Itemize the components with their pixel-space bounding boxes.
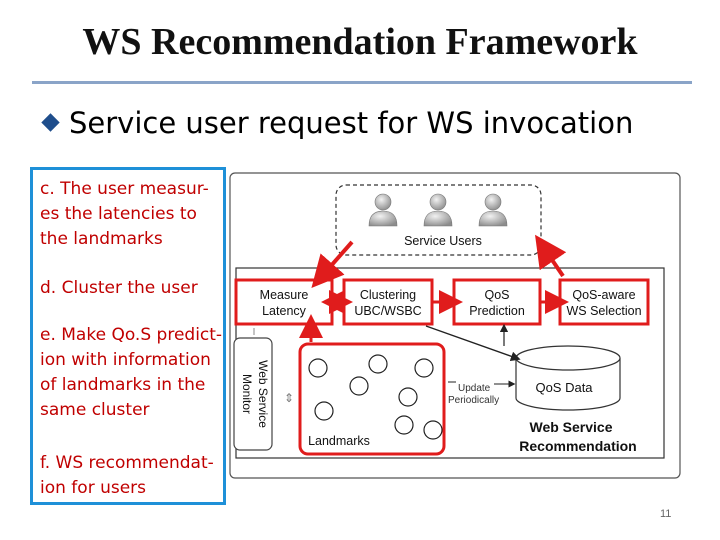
step-line: ion with information <box>40 350 211 370</box>
step-line: es the latencies to <box>40 204 197 224</box>
monitor-label-line1: Web Service <box>256 360 270 428</box>
service-users-label: Service Users <box>404 234 482 248</box>
landmark-node <box>423 420 443 440</box>
slide-title: WS Recommendation Framework <box>82 21 638 63</box>
landmark-node <box>368 354 388 374</box>
step-line: of landmarks in the <box>40 375 206 395</box>
web-service-monitor-box <box>233 337 273 451</box>
qos-data-database-icon <box>515 345 621 411</box>
landmark-node <box>349 376 369 396</box>
step-e: e. Make Qo.S predict- ion with informati… <box>40 323 228 423</box>
step-line: ion for users <box>40 478 147 498</box>
step-line: same cluster <box>40 400 150 420</box>
user-person-icon <box>368 193 398 227</box>
landmark-node <box>398 387 418 407</box>
double-arrow-icon: ⇕ <box>284 391 294 405</box>
ws-selection-label: WS Selection <box>566 304 641 318</box>
bullet-point: Service user request for WS invocation <box>41 106 634 140</box>
step-f: f. WS recommendat- ion for users <box>40 451 228 501</box>
ubc-wsbc-label: UBC/WSBC <box>354 304 421 318</box>
bullet-text: Service user request for WS invocation <box>69 106 634 140</box>
users-to-measure-arrow <box>311 240 354 288</box>
step-line: d. Cluster the user <box>40 278 198 298</box>
user-person-icon <box>423 193 453 227</box>
landmark-nodes <box>308 354 443 440</box>
landmark-node <box>314 401 334 421</box>
landmark-node <box>308 358 328 378</box>
landmark-node <box>414 358 434 378</box>
latency-label: Latency <box>262 304 307 318</box>
page-number: 11 <box>660 508 672 520</box>
measure-label: Measure <box>260 288 309 302</box>
steps-panel: c. The user measur- es the latencies to … <box>30 167 226 505</box>
qos-label: QoS <box>484 288 509 302</box>
clustering-label: Clustering <box>360 288 416 302</box>
recommendation-label-line1: Web Service <box>529 419 612 435</box>
qos-data-label: QoS Data <box>535 380 593 395</box>
landmark-node <box>394 415 414 435</box>
qos-aware-label: QoS-aware <box>572 288 635 302</box>
step-line: the landmarks <box>40 229 163 249</box>
framework-diagram: Service Users Measure Latency Clustering… <box>229 172 681 479</box>
update-label: Update <box>458 383 491 394</box>
prediction-label: Prediction <box>469 304 525 318</box>
selection-to-users-arrow <box>535 234 567 278</box>
title-divider <box>32 81 692 84</box>
user-person-icon <box>478 193 508 227</box>
clustering-to-qos-arrow <box>425 325 521 361</box>
step-c: c. The user measur- es the latencies to … <box>40 177 228 252</box>
monitor-label-line2: Monitor <box>240 374 254 414</box>
step-line: e. Make Qo.S predict- <box>40 325 223 345</box>
diamond-bullet-icon <box>41 113 60 132</box>
step-line: c. The user measur- <box>40 179 209 199</box>
periodically-label: Periodically <box>448 395 499 406</box>
step-line: f. WS recommendat- <box>40 453 214 473</box>
landmarks-label: Landmarks <box>308 434 370 448</box>
recommendation-label-line2: Recommendation <box>519 438 636 454</box>
step-d: d. Cluster the user <box>40 276 228 301</box>
